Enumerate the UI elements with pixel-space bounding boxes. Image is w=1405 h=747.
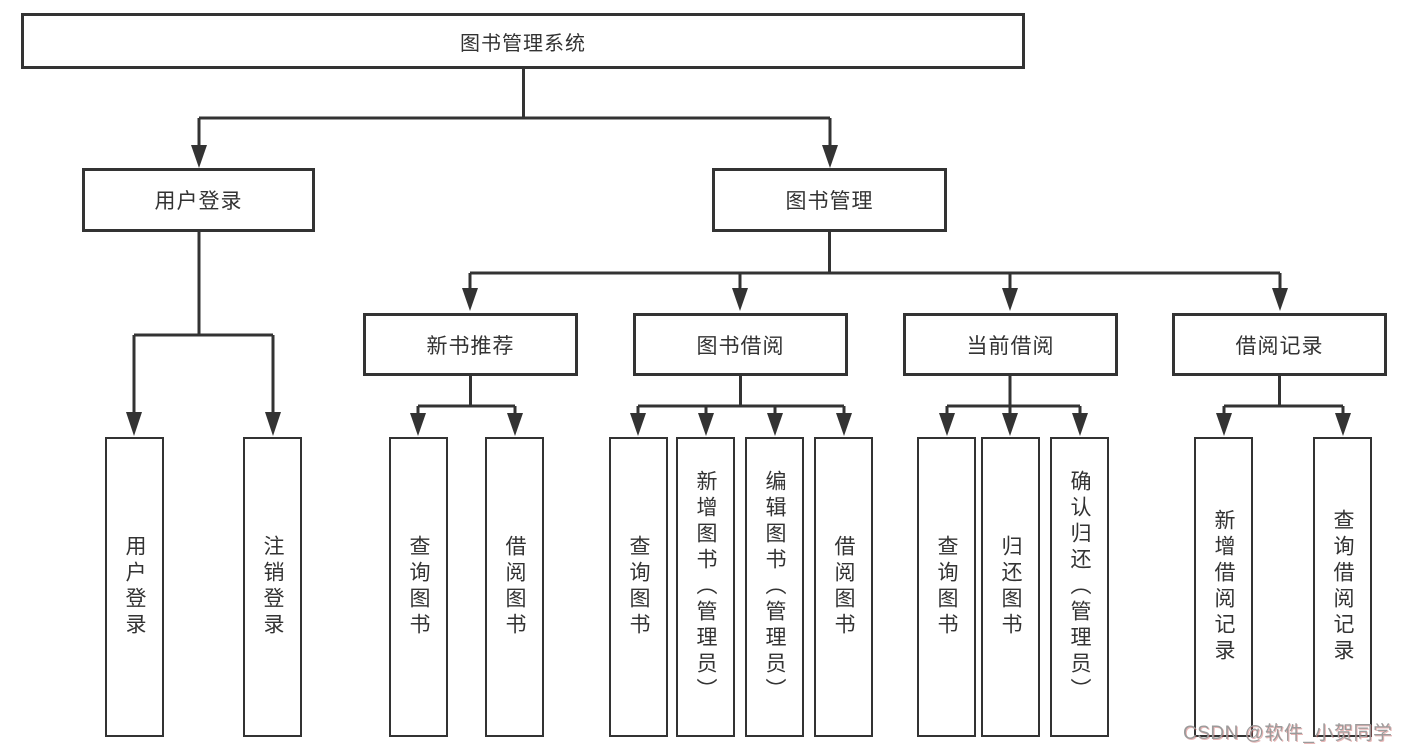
node-root: 图书管理系统 — [21, 13, 1025, 69]
leaf-confirm-return-admin: 确认归还（管理员） — [1050, 437, 1109, 737]
connector-user-login-branch — [126, 232, 281, 436]
arrow-down-icon — [1072, 413, 1088, 436]
node-book-borrow: 图书借阅 — [633, 313, 848, 376]
arrow-down-icon — [126, 412, 142, 436]
csdn-watermark: CSDN @软件_小贺同学 — [1183, 723, 1393, 744]
leaf-borrow-books-1: 借阅图书 — [485, 437, 544, 737]
node-current-borrow: 当前借阅 — [903, 313, 1118, 376]
leaf-add-book-admin: 新增图书（管理员） — [676, 437, 735, 737]
leaf-edit-book-admin: 编辑图书（管理员） — [745, 437, 804, 737]
connector-book-borrow-branch — [630, 376, 852, 436]
arrow-down-icon — [410, 413, 426, 436]
arrow-down-icon — [767, 413, 783, 436]
connector-borrow-records-branch — [1216, 376, 1351, 436]
arrow-down-icon — [1335, 413, 1351, 436]
leaf-query-borrow-record: 查询借阅记录 — [1313, 437, 1372, 737]
arrow-down-icon — [836, 413, 852, 436]
node-user-login: 用户登录 — [82, 168, 315, 232]
arrow-down-icon — [507, 413, 523, 436]
arrow-down-icon — [462, 288, 478, 311]
arrow-down-icon — [191, 145, 207, 168]
arrow-down-icon — [1002, 288, 1018, 311]
connector-book-management-branch — [462, 232, 1288, 311]
arrow-down-icon — [630, 413, 646, 436]
arrow-down-icon — [939, 413, 955, 436]
leaf-query-books-1: 查询图书 — [389, 437, 448, 737]
leaf-logout: 注销登录 — [243, 437, 302, 737]
leaf-borrow-books-2: 借阅图书 — [814, 437, 873, 737]
node-borrow-records: 借阅记录 — [1172, 313, 1387, 376]
node-new-book-recommend: 新书推荐 — [363, 313, 578, 376]
leaf-query-books-3: 查询图书 — [917, 437, 976, 737]
arrow-down-icon — [1216, 413, 1232, 436]
node-book-management: 图书管理 — [712, 168, 947, 232]
connector-current-borrow-branch — [939, 376, 1088, 436]
leaf-query-books-2: 查询图书 — [609, 437, 668, 737]
arrow-down-icon — [822, 145, 838, 168]
connector-root-branch — [191, 69, 838, 168]
leaf-user-login: 用户登录 — [105, 437, 164, 737]
arrow-down-icon — [1272, 288, 1288, 311]
arrow-down-icon — [698, 413, 714, 436]
connector-new-book-branch — [410, 376, 523, 436]
arrow-down-icon — [732, 288, 748, 311]
leaf-return-book: 归还图书 — [981, 437, 1040, 737]
arrow-down-icon — [1002, 413, 1018, 436]
arrow-down-icon — [265, 412, 281, 436]
leaf-add-borrow-record: 新增借阅记录 — [1194, 437, 1253, 737]
